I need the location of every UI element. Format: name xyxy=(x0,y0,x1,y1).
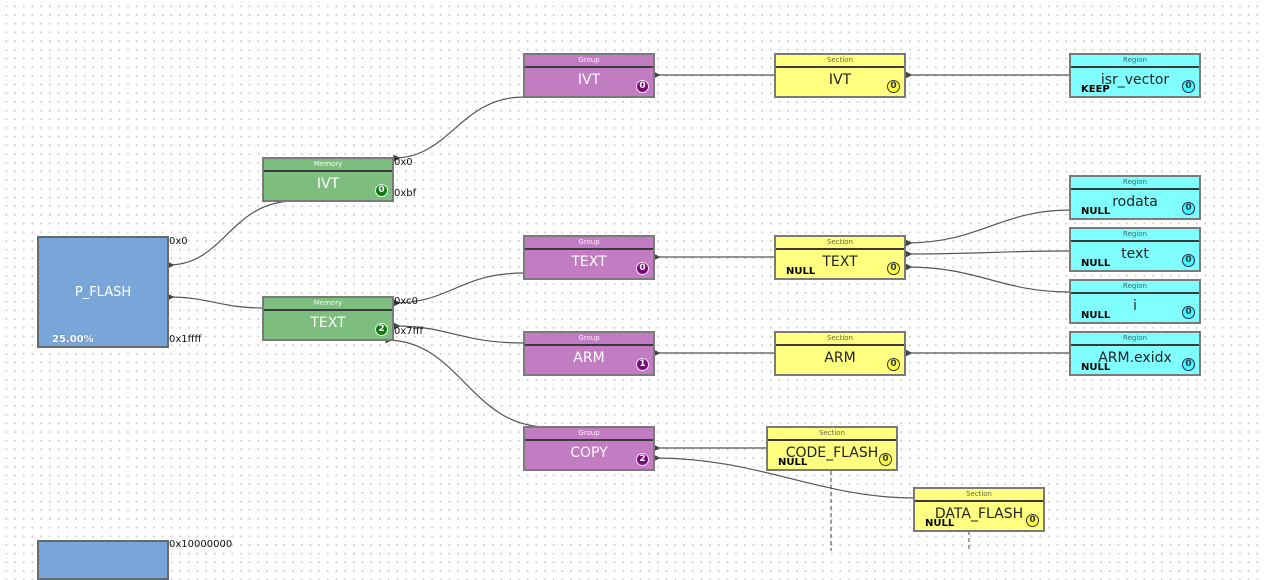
node-header: Group xyxy=(525,428,653,441)
section-node-text[interactable]: Section TEXT NULL 0 xyxy=(774,235,906,280)
section-node-arm[interactable]: Section ARM 0 xyxy=(774,331,906,376)
mem-ivt-end-address: 0xbf xyxy=(394,188,417,199)
region-node-i[interactable]: Region i NULL 0 xyxy=(1069,279,1201,324)
node-flag: NULL xyxy=(786,266,816,277)
count-badge: 0 xyxy=(1182,80,1195,93)
node-title: TEXT xyxy=(310,315,346,331)
edge-mem-text-to-pflash xyxy=(167,293,264,309)
section-node-ivt[interactable]: Section IVT 0 xyxy=(774,53,906,98)
edge-text-to-sec-text xyxy=(905,250,1071,258)
node-title: isr_vector xyxy=(1100,72,1170,88)
region-node-text[interactable]: Region text NULL 0 xyxy=(1069,227,1201,272)
node-flag: NULL xyxy=(1081,206,1111,217)
node-header: Section xyxy=(776,55,904,68)
node-header: Memory xyxy=(264,159,392,172)
count-badge: 0 xyxy=(879,453,892,466)
group-node-text[interactable]: Group TEXT 0 xyxy=(523,235,655,280)
target-node-pflash[interactable]: P_FLASH 25.00% xyxy=(37,236,169,348)
memory-node-ivt[interactable]: Memory IVT 0 xyxy=(262,157,394,202)
usage-percent: 25.00% xyxy=(52,334,94,345)
target-title: P_FLASH xyxy=(74,285,132,300)
node-title: COPY xyxy=(570,445,608,461)
node-title: text xyxy=(1121,246,1149,262)
edge-grp-ivt-to-mem-ivt xyxy=(393,96,525,162)
node-header: Section xyxy=(915,489,1043,502)
pflash-start-address: 0x0 xyxy=(169,236,188,247)
count-badge: 0 xyxy=(1182,254,1195,267)
count-badge: 0 xyxy=(1182,306,1195,319)
node-header: Section xyxy=(776,237,904,250)
node-header: Section xyxy=(776,333,904,346)
node-flag: NULL xyxy=(1081,362,1111,373)
node-title: TEXT xyxy=(571,254,607,270)
mem-text-start-address: 0xc0 xyxy=(394,296,418,307)
region-node-isr-vector[interactable]: Region isr_vector KEEP 0 xyxy=(1069,53,1201,98)
count-badge: 0 xyxy=(887,262,900,275)
node-header: Group xyxy=(525,333,653,346)
count-badge: 2 xyxy=(375,323,388,336)
node-title: ARM.exidx xyxy=(1098,350,1172,366)
node-title: IVT xyxy=(316,176,340,192)
node-header: Section xyxy=(768,428,896,441)
node-header: Region xyxy=(1071,55,1199,68)
node-header: Memory xyxy=(264,298,392,311)
node-title: i xyxy=(1133,298,1137,314)
pflash-end-address: 0x1ffff xyxy=(169,334,202,345)
node-flag: NULL xyxy=(1081,258,1111,269)
count-badge: 0 xyxy=(636,262,649,275)
section-node-code-flash[interactable]: Section CODE_FLASH NULL 0 xyxy=(766,426,898,471)
node-flag: KEEP xyxy=(1081,84,1110,95)
node-title: CODE_FLASH xyxy=(785,445,879,461)
group-node-arm[interactable]: Group ARM 1 xyxy=(523,331,655,376)
count-badge: 0 xyxy=(1182,358,1195,371)
node-title: DATA_FLASH xyxy=(934,506,1024,522)
node-header: Group xyxy=(525,55,653,68)
group-node-copy[interactable]: Group COPY 2 xyxy=(523,426,655,471)
count-badge: 0 xyxy=(887,80,900,93)
edge-rodata-to-sec-text xyxy=(905,209,1071,247)
mem-ivt-start-address: 0x0 xyxy=(394,157,413,168)
region-node-arm-exidx[interactable]: Region ARM.exidx NULL 0 xyxy=(1069,331,1201,376)
count-badge: 0 xyxy=(1026,514,1039,527)
node-header: Region xyxy=(1071,229,1199,242)
node-header: Region xyxy=(1071,177,1199,190)
count-badge: 0 xyxy=(636,80,649,93)
count-badge: 0 xyxy=(887,358,900,371)
node-header: Region xyxy=(1071,281,1199,294)
node-title: TEXT xyxy=(822,254,858,270)
count-badge: 0 xyxy=(1182,202,1195,215)
edge-mem-ivt-to-pflash xyxy=(167,200,296,269)
section-node-data-flash[interactable]: Section DATA_FLASH NULL 0 xyxy=(913,487,1045,532)
node-flag: NULL xyxy=(778,457,808,468)
edge-i-to-sec-text xyxy=(905,263,1071,293)
memory-node-text[interactable]: Memory TEXT 2 xyxy=(262,296,394,341)
count-badge: 1 xyxy=(636,358,649,371)
node-title: IVT xyxy=(577,72,601,88)
mem-text-end-address: 0x7fff xyxy=(394,326,424,337)
node-flag: NULL xyxy=(925,518,955,529)
node-flag: NULL xyxy=(1081,310,1111,321)
group-node-ivt[interactable]: Group IVT 0 xyxy=(523,53,655,98)
node-title: IVT xyxy=(828,72,852,88)
node-header: Group xyxy=(525,237,653,250)
count-badge: 2 xyxy=(636,453,649,466)
second-start-address: 0x10000000 xyxy=(169,539,233,550)
target-node-second[interactable] xyxy=(37,540,169,580)
node-title: ARM xyxy=(573,350,605,366)
count-badge: 0 xyxy=(375,184,388,197)
node-title: ARM xyxy=(824,350,856,366)
node-title: rodata xyxy=(1112,194,1158,210)
node-header: Region xyxy=(1071,333,1199,346)
region-node-rodata[interactable]: Region rodata NULL 0 xyxy=(1069,175,1201,220)
